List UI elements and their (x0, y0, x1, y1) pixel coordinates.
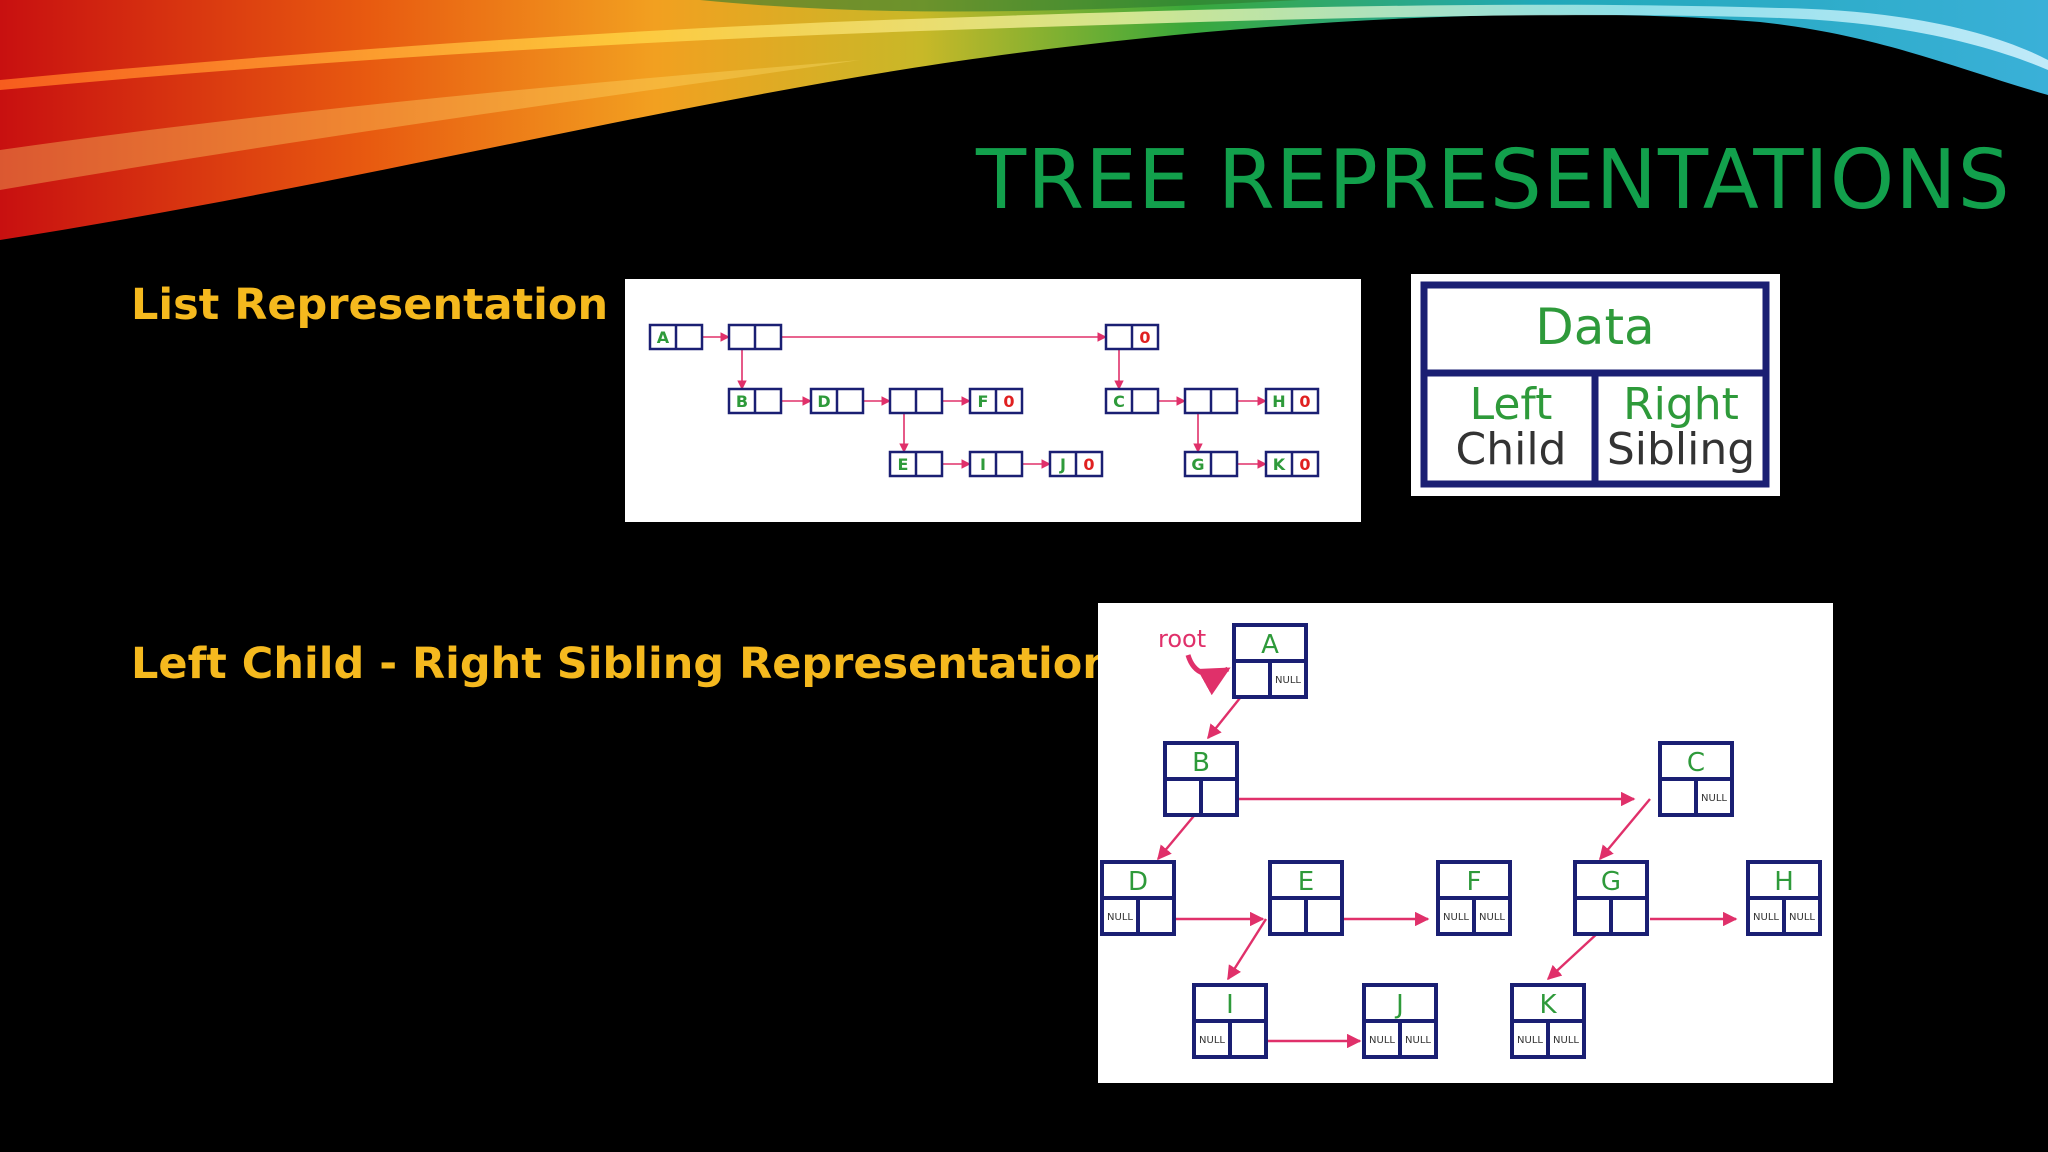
list-node: D (809, 387, 865, 415)
lcrs-node: B (1163, 741, 1239, 817)
lcrs-null-child: NULL (1443, 912, 1469, 923)
list-node: A (648, 323, 704, 351)
lcrs-null-child: NULL (1369, 1035, 1395, 1046)
legend-child-text: Child (1456, 424, 1567, 475)
list-node: B (727, 387, 783, 415)
lcrs-node: I NULL (1192, 983, 1268, 1059)
list-node-data: C (1113, 392, 1125, 411)
decorative-banner (0, 0, 2048, 240)
node-structure-legend: Data Left Child Right Sibling (1411, 274, 1780, 496)
lcrs-node: J NULL NULL (1362, 983, 1438, 1059)
lcrs-node: A NULL (1232, 623, 1308, 699)
lcrs-null-child: NULL (1517, 1035, 1543, 1046)
list-node-data: K (1273, 455, 1286, 474)
list-node: G (1183, 450, 1239, 478)
list-node: I (968, 450, 1024, 478)
lcrs-representation-diagram: root A NULL B C NULL D NULL E F NULL NULL G H NULL NULL… (1098, 603, 1833, 1083)
lcrs-node-label: E (1298, 867, 1314, 897)
lcrs-node-label: D (1128, 867, 1148, 897)
lcrs-null-child: NULL (1107, 912, 1133, 923)
legend-left-text: Left (1470, 379, 1553, 430)
list-node-data: J (1059, 455, 1066, 474)
list-node-data: E (898, 455, 909, 474)
list-node (1183, 387, 1239, 415)
lcrs-node-label: C (1687, 748, 1705, 778)
lcrs-representation-label: Left Child - Right Sibling Representatio… (131, 639, 1113, 689)
list-node-data: G (1191, 455, 1204, 474)
root-label: root (1158, 625, 1206, 653)
list-node (727, 323, 783, 351)
lcrs-diagram-svg: root A NULL B C NULL D NULL E F NULL NULL G H NULL NULL… (1100, 623, 1822, 1059)
legend-svg: Data Left Child Right Sibling (1420, 281, 1770, 488)
legend-right-text: Right (1623, 379, 1739, 430)
lcrs-null-sibling: NULL (1405, 1035, 1431, 1046)
lcrs-node-label: I (1226, 990, 1234, 1020)
lcrs-node: G (1573, 860, 1649, 936)
lcrs-null-child: NULL (1199, 1035, 1225, 1046)
list-node-next: 0 (1083, 455, 1094, 474)
list-representation-label: List Representation (131, 280, 609, 330)
lcrs-null-sibling: NULL (1789, 912, 1815, 923)
lcrs-node-label: G (1601, 867, 1621, 897)
lcrs-node: D NULL (1100, 860, 1176, 936)
lcrs-node: C NULL (1658, 741, 1734, 817)
list-node-next: 0 (1299, 455, 1310, 474)
root-pointer-arrow (1185, 654, 1231, 696)
lcrs-null-sibling: NULL (1275, 675, 1301, 686)
list-node-data: I (980, 455, 986, 474)
lcrs-null-sibling: NULL (1553, 1035, 1579, 1046)
lcrs-node: F NULL NULL (1436, 860, 1512, 936)
list-node-data: H (1272, 392, 1285, 411)
list-node: E (888, 450, 944, 478)
list-node: 0 (1104, 323, 1160, 351)
lcrs-null-child: NULL (1753, 912, 1779, 923)
list-node (888, 387, 944, 415)
lcrs-arrow-3 (1599, 798, 1651, 861)
lcrs-node-label: B (1192, 748, 1210, 778)
legend-sibling-text: Sibling (1607, 424, 1755, 475)
lcrs-node-label: J (1394, 990, 1404, 1020)
list-node-next: 0 (1139, 328, 1150, 347)
list-node-data: B (736, 392, 748, 411)
legend-data-text: Data (1535, 298, 1654, 356)
list-node-data: D (817, 392, 830, 411)
list-node: C (1104, 387, 1160, 415)
slide-title: TREE REPRESENTATIONS (976, 133, 2011, 228)
list-node-data: F (978, 392, 989, 411)
lcrs-null-sibling: NULL (1479, 912, 1505, 923)
list-node-next: 0 (1299, 392, 1310, 411)
lcrs-node: K NULL NULL (1510, 983, 1586, 1059)
lcrs-node-label: H (1774, 867, 1794, 897)
lcrs-node: E (1268, 860, 1344, 936)
lcrs-node-label: K (1539, 990, 1557, 1020)
lcrs-node-label: A (1261, 630, 1279, 660)
list-node-next: 0 (1003, 392, 1014, 411)
lcrs-node-label: F (1467, 867, 1482, 897)
lcrs-node: H NULL NULL (1746, 860, 1822, 936)
lcrs-null-sibling: NULL (1701, 793, 1727, 804)
lcrs-arrow-6 (1226, 918, 1268, 981)
list-node-data: A (657, 328, 670, 347)
